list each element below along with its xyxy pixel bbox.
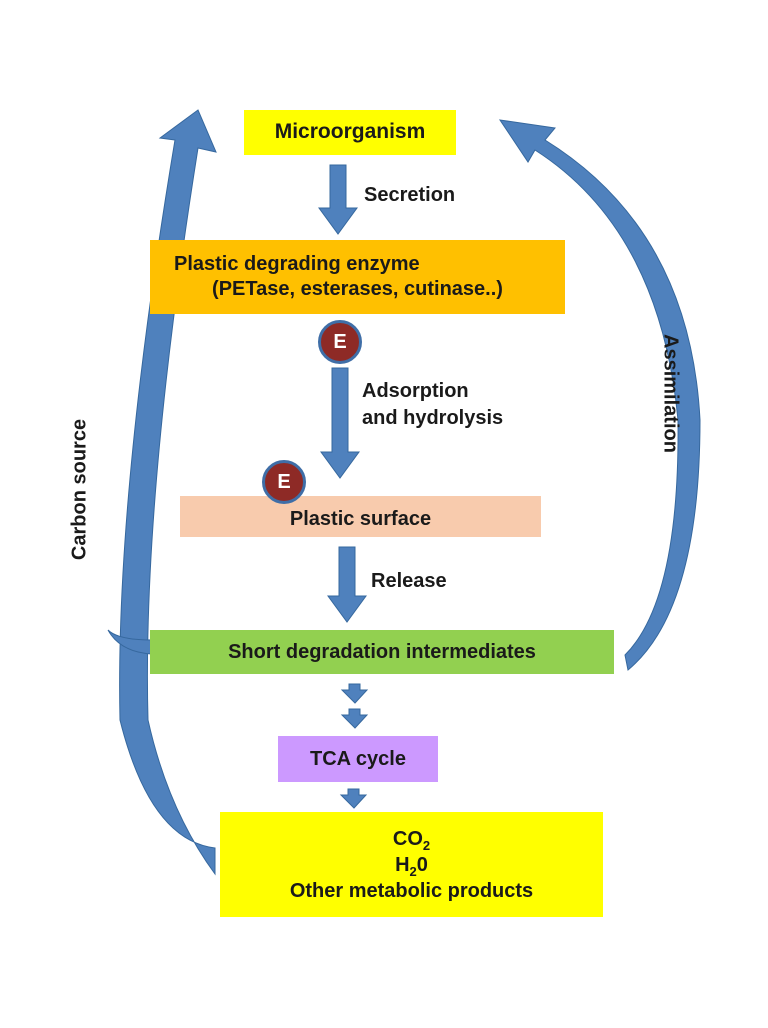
- enzyme-line1: Plastic degrading enzyme: [174, 253, 420, 275]
- adsorption-label: Adsorption and hydrolysis: [362, 378, 503, 432]
- enzyme-line2: (PETase, esterases, cutinase..): [212, 278, 503, 300]
- carbon-source-label: Carbon source: [68, 418, 91, 561]
- other-products-line: Other metabolic products: [289, 879, 534, 902]
- short-intermediates-box: Short degradation intermediates: [150, 630, 614, 674]
- assimilation-label: Assimilation: [659, 334, 682, 453]
- microorganism-box: Microorganism: [244, 110, 456, 155]
- arrow-secretion: [318, 164, 358, 235]
- arrow-small-2: [340, 708, 369, 729]
- release-label: Release: [371, 570, 447, 592]
- co2-line: CO2: [392, 827, 431, 853]
- h2o-line: H20: [395, 853, 428, 879]
- arrow-release: [327, 546, 367, 623]
- arrow-adsorption: [320, 367, 360, 479]
- adsorption-line1: Adsorption: [362, 380, 469, 402]
- adsorption-line2: and hydrolysis: [362, 407, 504, 429]
- products-box: CO2 H20 Other metabolic products: [220, 812, 603, 917]
- arrow-assimilation: [498, 119, 701, 671]
- arrow-small-3: [339, 788, 368, 809]
- arrow-small-1: [340, 683, 369, 704]
- tca-cycle-box: TCA cycle: [278, 736, 438, 782]
- enzyme-marker-surface: E: [262, 460, 306, 504]
- arrow-carbon-branch: [107, 629, 153, 655]
- enzyme-box: Plastic degrading enzyme (PETase, estera…: [150, 240, 565, 314]
- enzyme-marker-top: E: [318, 320, 362, 364]
- plastic-surface-box: Plastic surface: [180, 496, 541, 537]
- secretion-label: Secretion: [364, 184, 456, 206]
- arrow-carbon-source: [119, 109, 217, 876]
